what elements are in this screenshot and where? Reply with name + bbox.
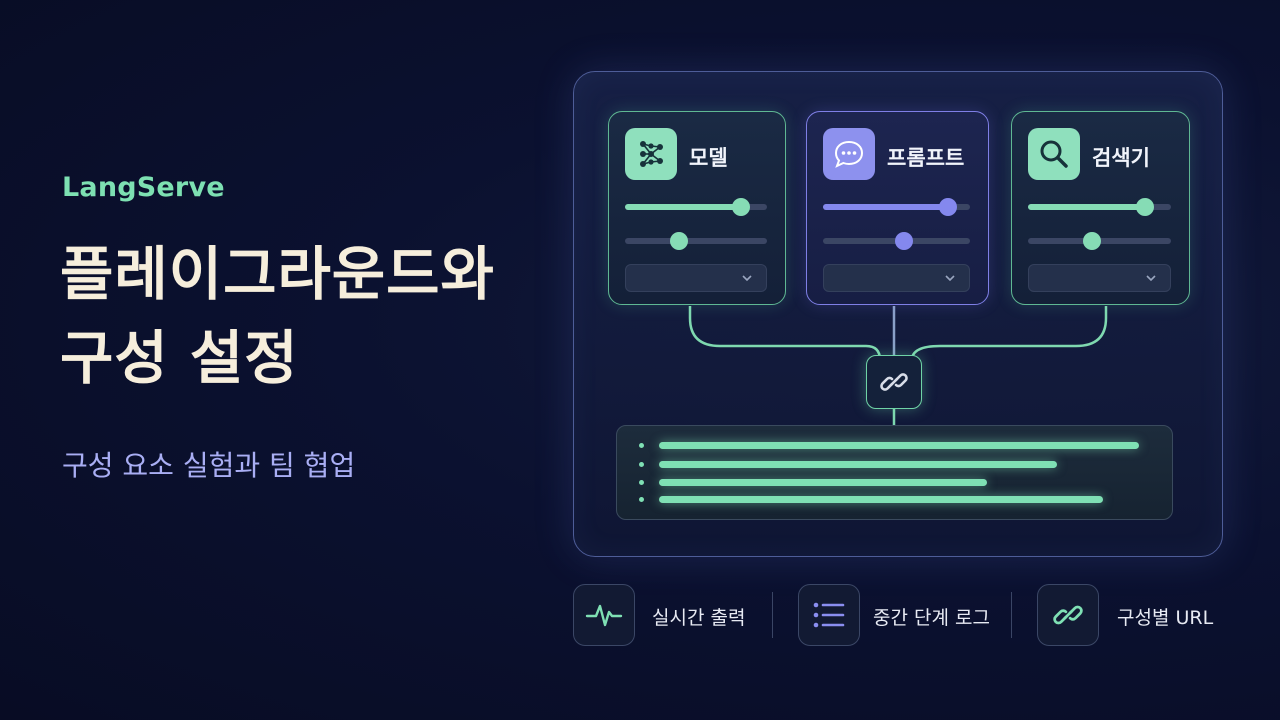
feature-log-label: 중간 단계 로그 [873, 607, 990, 629]
prompt-slider-2-handle[interactable] [894, 232, 913, 250]
prompt-slider-1[interactable] [823, 198, 970, 216]
output-bullet [639, 480, 644, 485]
retriever-slider-1[interactable] [1028, 198, 1171, 216]
retriever-slider-1-fill [1028, 204, 1146, 210]
prompt-dropdown[interactable] [823, 264, 970, 292]
card-model-label: 모델 [689, 146, 728, 170]
feature-url-label: 구성별 URL [1117, 607, 1214, 629]
title-line-1: 플레이그라운드와 [60, 240, 495, 308]
output-line [659, 442, 1139, 449]
feature-realtime-label: 실시간 출력 [652, 607, 746, 629]
prompt-slider-1-fill [823, 204, 948, 210]
link-icon [880, 373, 908, 391]
retriever-slider-1-handle[interactable] [1136, 198, 1155, 216]
title-line-2: 구성 설정 [60, 324, 299, 392]
output-stream-panel [616, 425, 1173, 520]
card-retriever[interactable]: 검색기 [1011, 111, 1190, 305]
feature-url-icon-box [1037, 584, 1099, 646]
output-line [659, 496, 1103, 503]
output-bullet [639, 443, 644, 448]
brand-label: LangServe [62, 172, 225, 203]
feature-divider [1011, 592, 1012, 638]
model-slider-2-handle[interactable] [669, 232, 688, 250]
chain-link-node[interactable] [866, 355, 922, 409]
chevron-down-icon [945, 275, 955, 282]
chevron-down-icon [742, 275, 752, 282]
retriever-slider-2-handle[interactable] [1083, 232, 1102, 250]
list-icon [813, 602, 845, 628]
card-model[interactable]: 모델 [608, 111, 786, 305]
feature-divider [772, 592, 773, 638]
output-bullet [639, 497, 644, 502]
feature-realtime-icon-box [573, 584, 635, 646]
model-slider-1[interactable] [625, 198, 767, 216]
card-retriever-label: 검색기 [1092, 146, 1150, 170]
prompt-slider-1-handle[interactable] [938, 198, 957, 216]
output-line [659, 479, 987, 486]
pulse-icon [585, 604, 623, 627]
model-slider-2[interactable] [625, 232, 767, 250]
output-line [659, 461, 1057, 468]
model-slider-1-fill [625, 204, 742, 210]
model-slider-1-handle[interactable] [732, 198, 751, 216]
chat-bubble-icon [823, 128, 875, 180]
page-subtitle: 구성 요소 실험과 팀 협업 [62, 449, 356, 482]
card-prompt[interactable]: 프롬프트 [806, 111, 989, 305]
card-prompt-label: 프롬프트 [887, 146, 965, 170]
retriever-slider-2[interactable] [1028, 232, 1171, 250]
chevron-down-icon [1146, 275, 1156, 282]
search-icon [1028, 128, 1080, 180]
output-bullet [639, 462, 644, 467]
neural-network-icon [625, 128, 677, 180]
model-dropdown[interactable] [625, 264, 767, 292]
prompt-slider-2[interactable] [823, 232, 970, 250]
link-icon [1053, 605, 1083, 625]
page-title: 플레이그라운드와 구성 설정 [60, 232, 495, 400]
retriever-dropdown[interactable] [1028, 264, 1171, 292]
feature-log-icon-box [798, 584, 860, 646]
